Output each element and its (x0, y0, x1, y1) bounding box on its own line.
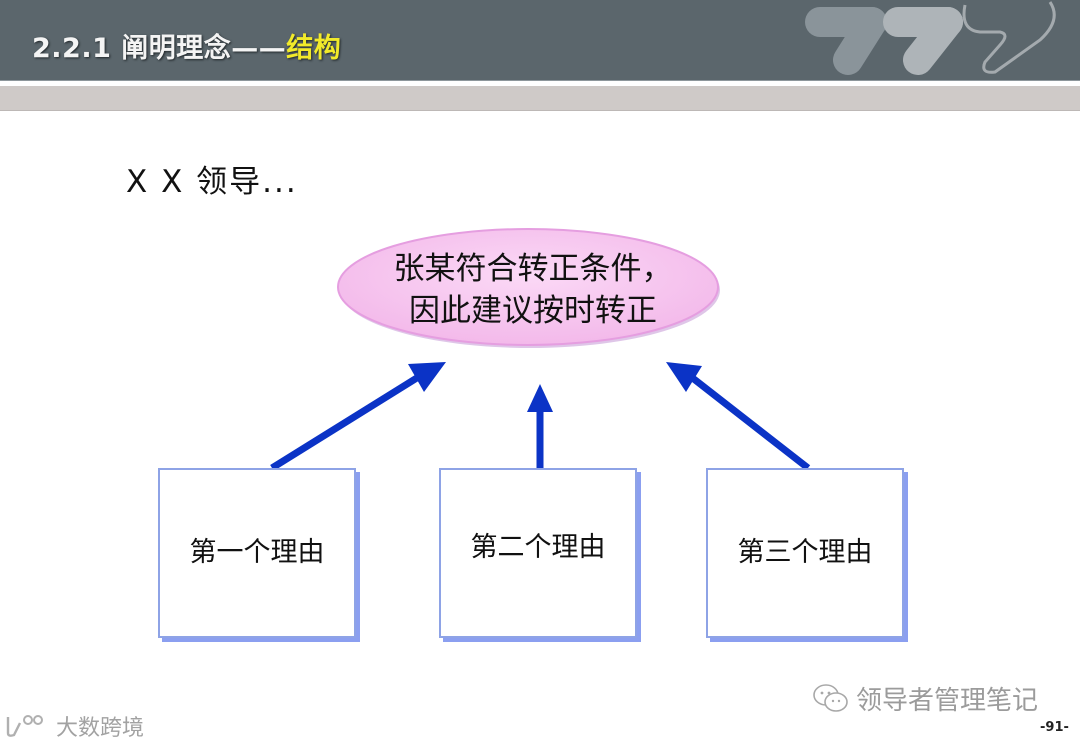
reason-label-2: 第二个理由 (470, 531, 606, 563)
reason-box-2: 第二个理由 (439, 468, 637, 638)
arrow-up-icon (527, 384, 553, 468)
section-number: 2.2.1 (32, 33, 112, 64)
conclusion-line-1: 张某符合转正条件， (393, 251, 673, 287)
brand-name: 大数跨境 (56, 716, 145, 741)
arrow-up-right-icon (270, 362, 446, 471)
conclusion-line-2: 因此建议按时转正 (409, 293, 657, 329)
header-divider (0, 80, 1080, 87)
reason-box-3: 第三个理由 (706, 468, 904, 638)
wechat-icon (813, 683, 848, 712)
reason-label-1: 第一个理由 (189, 536, 325, 568)
slide-header: 2.2.1 阐明理念——结构 (0, 0, 1080, 80)
arrow-up-left-icon (666, 362, 811, 471)
title-highlight: 结构 (286, 33, 342, 64)
brand-logo-icon (6, 715, 43, 737)
reason-box-1: 第一个理由 (158, 468, 356, 638)
page-number: -91- (1040, 720, 1069, 735)
slide-title: 2.2.1 阐明理念——结构 (32, 26, 341, 65)
brand-watermark: 大数跨境 (4, 710, 144, 742)
decorative-swoosh-logo-icon (805, 1, 1056, 75)
reason-label-3: 第三个理由 (737, 536, 873, 568)
wechat-account-name: 领导者管理笔记 (856, 686, 1039, 716)
conclusion-text: 张某符合转正条件， 因此建议按时转正 (340, 248, 726, 332)
conclusion-ellipse (337, 228, 720, 348)
header-band (0, 86, 1080, 111)
wechat-watermark: 领导者管理笔记 (812, 680, 1038, 717)
salutation-text: X X 领导... (126, 164, 298, 200)
title-main: 阐明理念—— (121, 33, 287, 64)
